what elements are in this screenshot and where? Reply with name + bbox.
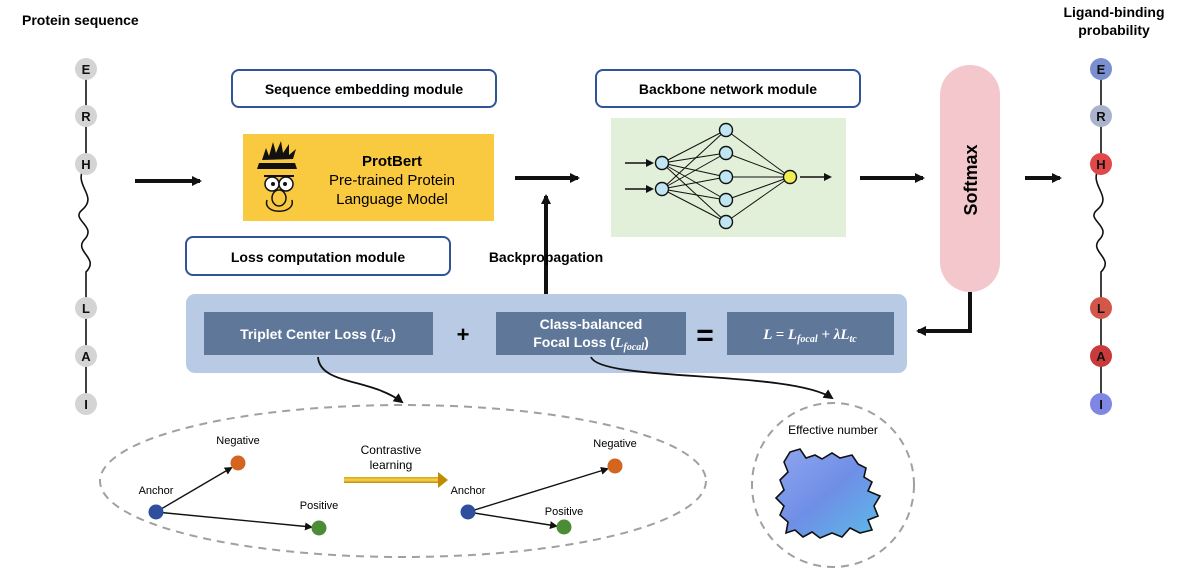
- arrow-to-effective-number: [590, 356, 834, 400]
- embedding-module-label: Sequence embedding module: [265, 81, 464, 97]
- right-title-line2: probability: [1078, 22, 1150, 38]
- anchor-label-before: Anchor: [139, 485, 174, 497]
- contrastive-learning-arrow: Contrastive learning: [344, 443, 448, 488]
- left-residue-node: [75, 105, 97, 127]
- left-residue-node: [75, 297, 97, 319]
- loss-module-header: [185, 236, 451, 276]
- left-residue-label: R: [81, 109, 91, 124]
- left-residue-label: E: [82, 62, 91, 77]
- anchor-point-after: [460, 504, 476, 520]
- arrow-softmax-to-loss: [916, 292, 972, 336]
- right-residue-node: [1090, 105, 1112, 127]
- neural-network-icon: [625, 122, 832, 230]
- right-residue-label: I: [1099, 397, 1103, 412]
- effective-number-shape: [774, 448, 882, 539]
- backbone-module-label: Backbone network module: [639, 81, 817, 97]
- right-residue-node: [1090, 345, 1112, 367]
- class-balanced-loss-box: [496, 312, 686, 355]
- protbert-line1: Pre-trained Protein: [329, 172, 455, 189]
- equals-sign: =: [696, 319, 714, 352]
- right-residue-node: [1090, 297, 1112, 319]
- arrow-to-contrastive: [317, 356, 404, 404]
- left-title: Protein sequence: [22, 12, 139, 28]
- right-residue-label: E: [1097, 62, 1106, 77]
- backprop-label: Backpropagation: [489, 249, 603, 265]
- plus-sign: +: [457, 322, 470, 347]
- left-residue-node: [75, 153, 97, 175]
- right-residue-label: L: [1097, 301, 1105, 316]
- right-residue-label: R: [1096, 109, 1106, 124]
- left-residue-label: L: [82, 301, 90, 316]
- contrastive-label-2: learning: [370, 458, 413, 472]
- class-balanced-line1: Class-balanced: [540, 316, 643, 332]
- class-balanced-line2: Focal Loss (Lfocal): [533, 334, 648, 353]
- anchor-label-after: Anchor: [451, 485, 486, 497]
- positive-point-after: [556, 519, 572, 535]
- right-residue-node: [1090, 393, 1112, 415]
- positive-label-before: Positive: [300, 500, 339, 512]
- right-residue-node: [1090, 58, 1112, 80]
- right-residue-label: A: [1096, 349, 1106, 364]
- effective-number-label: Effective number: [788, 423, 878, 437]
- contrastive-label-1: Contrastive: [361, 443, 422, 457]
- negative-label-before: Negative: [216, 435, 259, 447]
- triplet-loss-label: Triplet Center Loss (Ltc): [240, 326, 396, 345]
- right-residue-node: [1090, 153, 1112, 175]
- formula-text: L = Lfocal + λLtc: [762, 327, 857, 345]
- contrastive-after: Anchor Negative Positive: [451, 438, 637, 535]
- protbert-line2: Language Model: [336, 191, 448, 208]
- left-residue-label: A: [81, 349, 91, 364]
- softmax-label: Softmax: [961, 144, 981, 215]
- right-residue-chain: E R H L A I: [1090, 58, 1112, 415]
- left-residue-chain: E R H L A I: [75, 58, 97, 415]
- anchor-point-before: [148, 504, 164, 520]
- bert-character-icon: [257, 141, 297, 212]
- protbert-name: ProtBert: [362, 153, 422, 170]
- embedding-module-header: [231, 69, 497, 108]
- negative-point-after: [607, 458, 623, 474]
- negative-label-after: Negative: [593, 438, 636, 450]
- left-residue-label: H: [81, 157, 90, 172]
- loss-module-label: Loss computation module: [231, 249, 405, 265]
- contrastive-before: Anchor Negative Positive: [139, 435, 339, 536]
- effective-number-circle: [751, 402, 915, 568]
- positive-label-after: Positive: [545, 506, 584, 518]
- formula-box: [727, 312, 894, 355]
- left-residue-node: [75, 393, 97, 415]
- left-residue-node: [75, 345, 97, 367]
- left-residue-label: I: [84, 397, 88, 412]
- right-title-line1: Ligand-binding: [1063, 4, 1164, 20]
- softmax-box: [940, 65, 1000, 292]
- left-residue-node: [75, 58, 97, 80]
- positive-point-before: [311, 520, 327, 536]
- backbone-module-header: [595, 69, 861, 108]
- triplet-loss-box: [204, 312, 433, 355]
- contrastive-ellipse: [99, 404, 707, 558]
- right-residue-label: H: [1096, 157, 1105, 172]
- negative-point-before: [230, 455, 246, 471]
